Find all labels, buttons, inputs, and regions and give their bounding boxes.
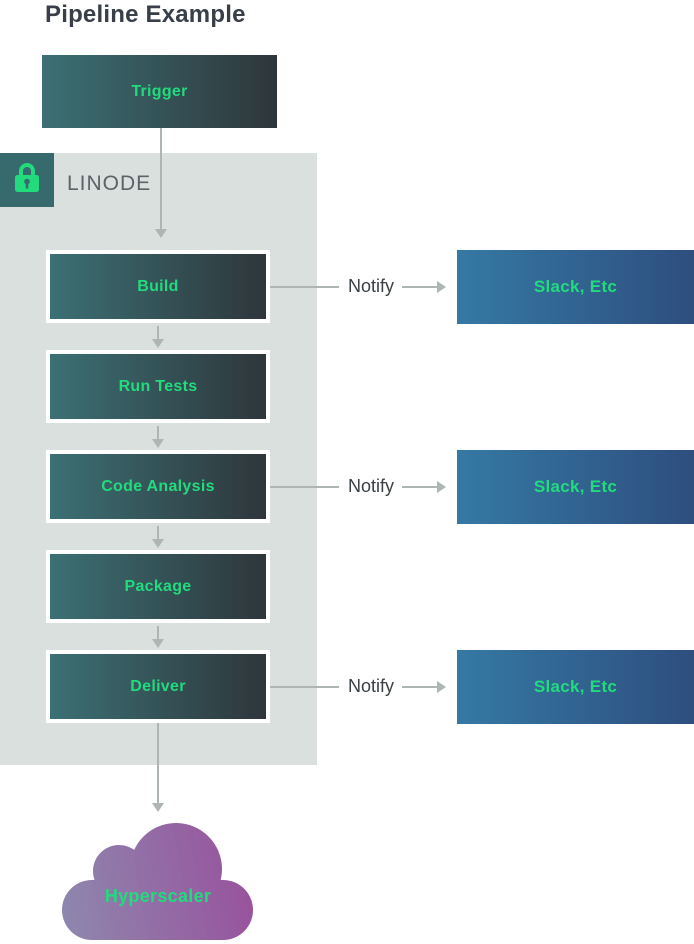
arrow-down-icon [155,229,167,238]
arrow-down-icon [152,439,164,448]
node-deliver-label: Deliver [130,677,186,695]
node-slack-3-label: Slack, Etc [533,677,618,696]
arrow-notify-to-slack-1 [402,281,446,293]
arrow-build-to-runtests [152,326,164,348]
arrow-deliver-to-hyperscaler [152,723,164,812]
arrow-down-icon [152,803,164,812]
arrow-notify-to-slack-3 [402,681,446,693]
node-trigger: Trigger [42,55,277,128]
node-hyperscaler-label: Hyperscaler [104,886,212,906]
arrow-codeanalysis-to-package [152,526,164,548]
node-package-label: Package [124,577,192,595]
arrow-right-icon [437,281,446,293]
arrow-shaft [402,686,438,688]
node-package: Package [46,550,270,623]
lock-icon [14,162,40,199]
arrow-trigger-to-build [155,128,167,238]
lock-badge [0,153,54,207]
notify-label-1: Notify [347,276,394,296]
arrow-shaft [157,426,159,440]
node-code-analysis-label: Code Analysis [101,477,215,495]
zone-label: LINODE [67,172,152,195]
arrow-notify-to-slack-2 [402,481,446,493]
node-deliver: Deliver [46,650,270,723]
node-run-tests-label: Run Tests [118,377,198,395]
arrow-shaft [157,723,159,804]
arrow-down-icon [152,639,164,648]
node-slack-2-label: Slack, Etc [533,477,618,496]
arrow-down-icon [152,539,164,548]
arrow-package-to-deliver [152,626,164,648]
node-slack-2: Slack, Etc [457,450,694,524]
node-build: Build [46,250,270,323]
page-title: Pipeline Example [45,1,246,28]
arrow-shaft [160,128,162,230]
arrow-down-icon [152,339,164,348]
arrow-shaft [157,326,159,340]
node-trigger-label: Trigger [131,82,188,100]
arrow-runtests-to-codeanalysis [152,426,164,448]
arrow-shaft [402,286,438,288]
node-run-tests: Run Tests [46,350,270,423]
connector-deliver-notify [270,686,339,688]
node-slack-1: Slack, Etc [457,250,694,324]
node-slack-1-label: Slack, Etc [533,277,618,296]
arrow-shaft [157,526,159,540]
cloud-icon [62,823,253,940]
arrow-right-icon [437,481,446,493]
notify-label-2: Notify [347,476,394,496]
arrow-right-icon [437,681,446,693]
node-code-analysis: Code Analysis [46,450,270,523]
node-build-label: Build [137,277,179,295]
node-slack-3: Slack, Etc [457,650,694,724]
connector-build-notify [270,286,339,288]
connector-codeanalysis-notify [270,486,339,488]
notify-label-3: Notify [347,676,394,696]
arrow-shaft [157,626,159,640]
arrow-shaft [402,486,438,488]
